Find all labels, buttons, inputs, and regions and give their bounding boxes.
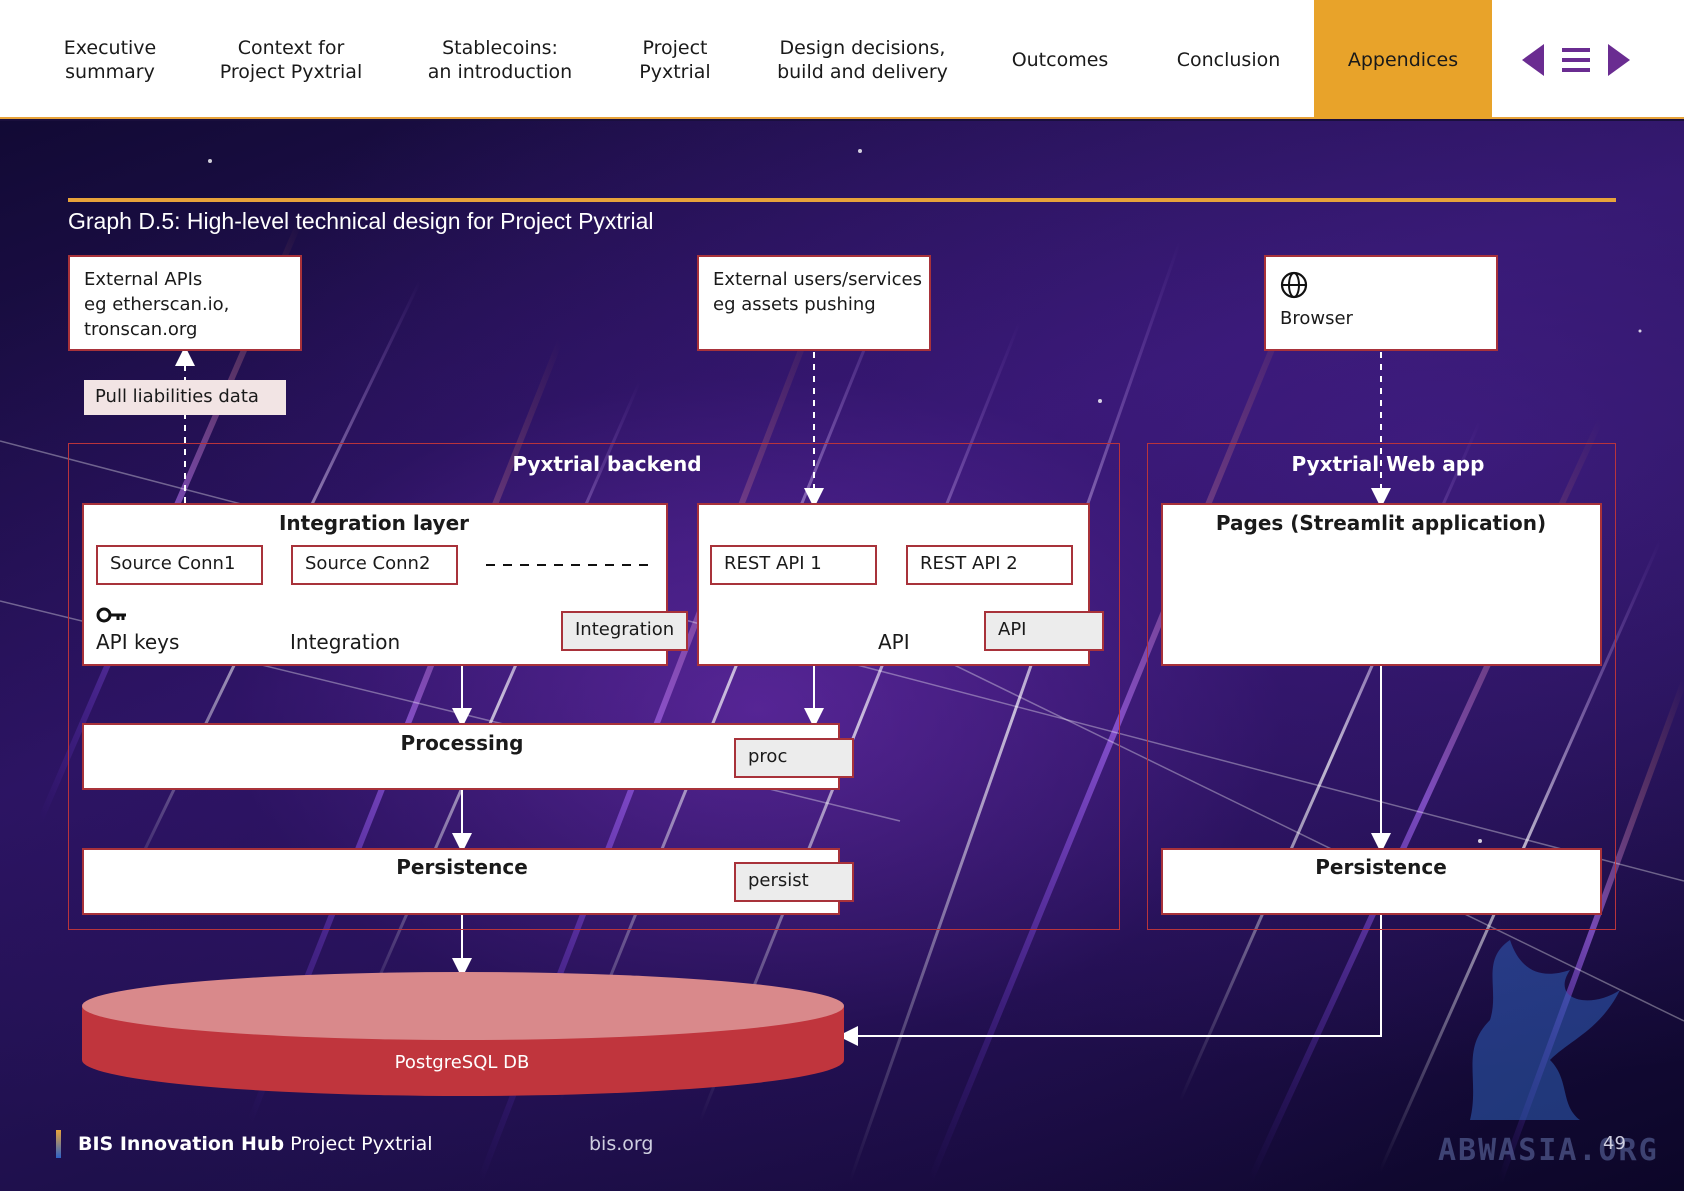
graph-title: Graph D.5: High-level technical design f…	[68, 208, 654, 234]
rest-api-1: REST API 1	[710, 545, 877, 585]
menu-icon[interactable]	[1560, 40, 1592, 80]
pull-liabilities-label: Pull liabilities data	[84, 380, 286, 415]
external-apis-label: External APIs eg etherscan.io, tronscan.…	[84, 269, 230, 340]
next-page-icon[interactable]	[1606, 40, 1632, 80]
footer-brand-bold: BIS Innovation Hub	[78, 1133, 285, 1155]
title-rule	[68, 198, 1616, 202]
top-navigation: Executive summary Context for Project Py…	[0, 0, 1684, 119]
footer-accent-bar	[56, 1130, 61, 1158]
processing-label: Processing	[400, 731, 524, 755]
globe-icon	[1280, 271, 1308, 299]
nav-outcomes[interactable]: Outcomes	[1011, 48, 1109, 71]
nav-appendices[interactable]: Appendices	[1314, 0, 1492, 119]
webapp-title: Pyxtrial Web app	[1291, 452, 1485, 476]
nav-design-decisions[interactable]: Design decisions, build and delivery	[777, 36, 948, 83]
more-sources-dash	[486, 564, 656, 566]
integration-tag: Integration	[561, 611, 689, 651]
pages-box	[1161, 503, 1602, 666]
previous-page-icon[interactable]	[1520, 40, 1546, 80]
webapp-persistence-box	[1161, 848, 1602, 915]
footer-brand: BIS Innovation Hub Project Pyxtrial	[78, 1133, 433, 1155]
nav-conclusion[interactable]: Conclusion	[1176, 48, 1281, 71]
backend-frame	[68, 443, 1120, 930]
api-keys-label: API keys	[96, 630, 180, 654]
watermark-logo-icon	[1470, 940, 1620, 1120]
postgresql-db-cylinder	[82, 972, 844, 1096]
external-users-box: External users/services eg assets pushin…	[697, 255, 931, 351]
browser-label: Browser	[1280, 308, 1353, 329]
proc-tag: proc	[734, 738, 854, 778]
webapp-frame	[1147, 443, 1616, 930]
pages-label: Pages (Streamlit application)	[1215, 511, 1547, 535]
postgresql-db-label: PostgreSQL DB	[394, 1052, 530, 1073]
nav-executive-summary[interactable]: Executive summary	[63, 36, 157, 83]
key-icon	[96, 607, 126, 623]
persist-tag: persist	[734, 862, 854, 902]
footer-brand-rest: Project Pyxtrial	[290, 1133, 433, 1155]
nav-project-pyxtrial[interactable]: Project Pyxtrial	[639, 36, 711, 83]
api-tag: API	[984, 611, 1104, 651]
page-number: 49	[1603, 1133, 1626, 1154]
source-conn2: Source Conn2	[291, 545, 458, 585]
nav-context[interactable]: Context for Project Pyxtrial	[219, 36, 363, 83]
backend-persistence-box	[82, 848, 840, 915]
nav-stablecoins[interactable]: Stablecoins: an introduction	[427, 36, 573, 83]
source-conn1: Source Conn1	[96, 545, 263, 585]
external-apis-box: External APIs eg etherscan.io, tronscan.…	[68, 255, 302, 351]
external-users-label: External users/services eg assets pushin…	[713, 269, 922, 315]
integration-layer-title: Integration layer	[278, 511, 470, 535]
webapp-persistence-label: Persistence	[1315, 855, 1447, 879]
footer-site-link[interactable]: bis.org	[589, 1133, 654, 1155]
api-label: API	[878, 630, 910, 654]
integration-label: Integration	[290, 630, 401, 654]
browser-box: Browser	[1264, 255, 1498, 351]
watermark-text: ABWASIA.ORG	[1438, 1133, 1659, 1168]
backend-persistence-label: Persistence	[396, 855, 528, 879]
backend-title: Pyxtrial backend	[512, 452, 702, 476]
rest-api-2: REST API 2	[906, 545, 1073, 585]
